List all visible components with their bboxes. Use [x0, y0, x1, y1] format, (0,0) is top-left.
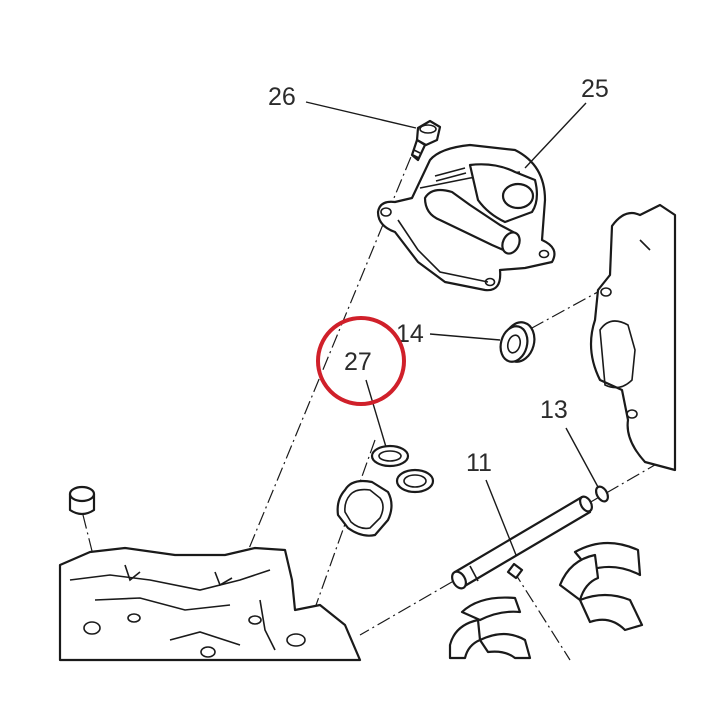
- dowel-part: [68, 485, 96, 516]
- callout-11: 11: [466, 449, 492, 477]
- axis-seal-14: [509, 257, 661, 341]
- callout-25: 25: [581, 75, 609, 103]
- leader-13: [565, 427, 599, 488]
- callout-13: 13: [540, 396, 568, 424]
- leader-14: [429, 333, 501, 341]
- cylinder-head: [58, 546, 362, 662]
- callout-26: 26: [268, 83, 296, 111]
- gasket-part-27: [336, 444, 435, 537]
- shaft-part-11: [451, 495, 593, 590]
- circlip-part-13: [595, 485, 609, 503]
- leader-27: [365, 379, 387, 448]
- axis-gasket-27: [299, 439, 376, 651]
- pin-part: [506, 562, 524, 580]
- leader-lines: [305, 101, 599, 556]
- callout-27: 27: [344, 348, 372, 376]
- leader-25: [524, 102, 587, 169]
- bolt-part-26: [410, 119, 442, 162]
- callout-numbers: 26 25 14 27 11 13: [268, 75, 609, 477]
- leader-11: [485, 479, 517, 556]
- cover-part-25: [376, 143, 556, 292]
- axis-pin: [512, 569, 571, 661]
- highlight-circle: [316, 316, 406, 406]
- crankcase-right: [589, 203, 677, 472]
- leader-26: [305, 101, 417, 129]
- seal-part-14: [499, 321, 536, 363]
- bearing-shells: [448, 541, 644, 660]
